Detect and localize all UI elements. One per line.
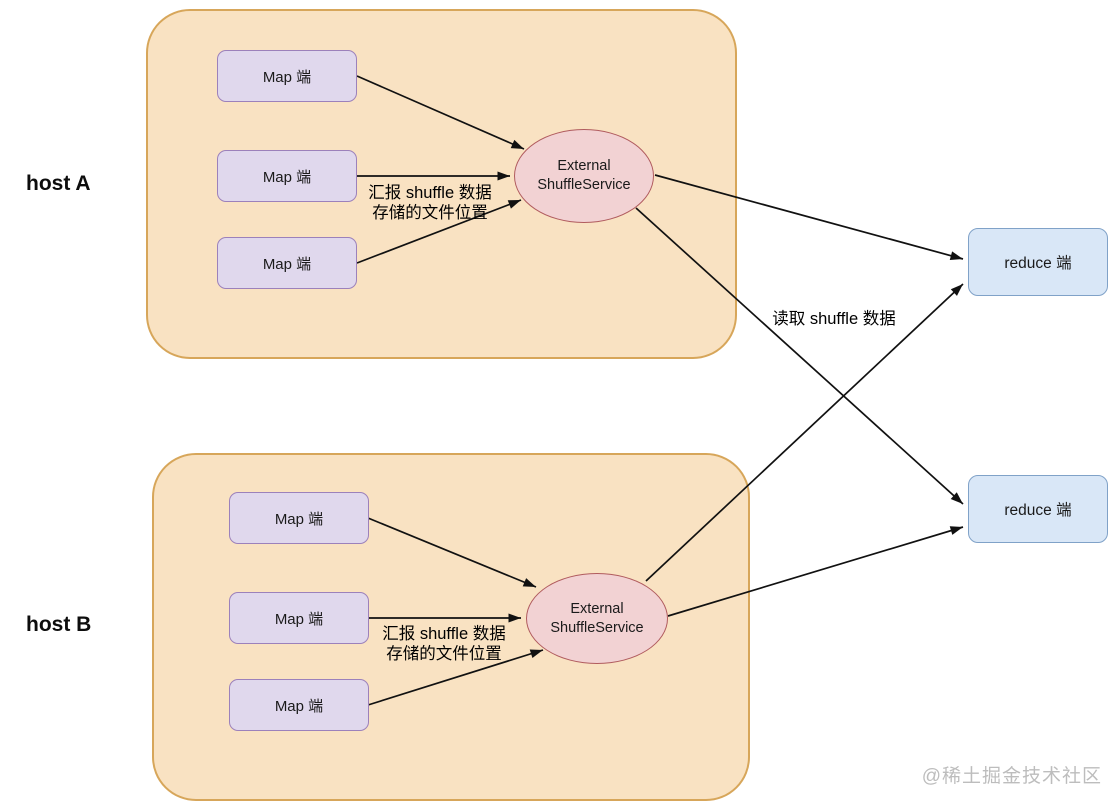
external-shuffle-service-a-line1: External <box>557 158 611 174</box>
map-node-b3: Map 端 <box>229 679 369 731</box>
map-node-b2-label: Map 端 <box>274 610 324 628</box>
map-node-b2: Map 端 <box>229 592 369 644</box>
external-shuffle-service-b-line1: External <box>570 600 624 617</box>
map-node-b1-label: Map 端 <box>274 510 324 528</box>
annotation-report-shuffle-b-line2: 存储的文件位置 <box>386 644 502 663</box>
reduce-node-1-label: reduce 端 <box>1004 255 1072 272</box>
host-a-label: host A <box>26 172 91 195</box>
map-node-b1: Map 端 <box>229 492 369 544</box>
map-node-a2: Map 端 <box>217 150 357 202</box>
edge-label-read-shuffle: 读取 shuffle 数据 <box>772 310 896 328</box>
annotation-report-shuffle-b: 汇报 shuffle 数据 存储的文件位置 <box>372 625 516 664</box>
reduce-node-2-label: reduce 端 <box>1004 502 1072 519</box>
map-node-b3-label: Map 端 <box>274 697 324 715</box>
external-shuffle-service-b-line2: ShuffleService <box>550 619 644 636</box>
reduce-node-1: reduce 端 <box>968 228 1108 296</box>
annotation-report-shuffle-a: 汇报 shuffle 数据 存储的文件位置 <box>358 184 502 223</box>
map-node-a3: Map 端 <box>217 237 357 289</box>
external-shuffle-service-b: External ShuffleService <box>526 573 668 664</box>
map-node-a3-label: Map 端 <box>262 255 312 273</box>
watermark: @稀土掘金技术社区 <box>921 766 1102 787</box>
map-node-a1: Map 端 <box>217 50 357 102</box>
annotation-report-shuffle-a-line1: 汇报 shuffle 数据 <box>368 184 492 202</box>
map-node-a2-label: Map 端 <box>262 168 312 186</box>
external-shuffle-service-a: External ShuffleService <box>514 129 654 223</box>
external-shuffle-service-a-line2: ShuffleService <box>537 177 631 193</box>
reduce-node-2: reduce 端 <box>968 475 1108 543</box>
annotation-report-shuffle-a-line2: 存储的文件位置 <box>372 203 488 222</box>
map-node-a1-label: Map 端 <box>262 68 312 86</box>
host-b-label: host B <box>26 613 92 636</box>
annotation-report-shuffle-b-line1: 汇报 shuffle 数据 <box>382 625 506 643</box>
